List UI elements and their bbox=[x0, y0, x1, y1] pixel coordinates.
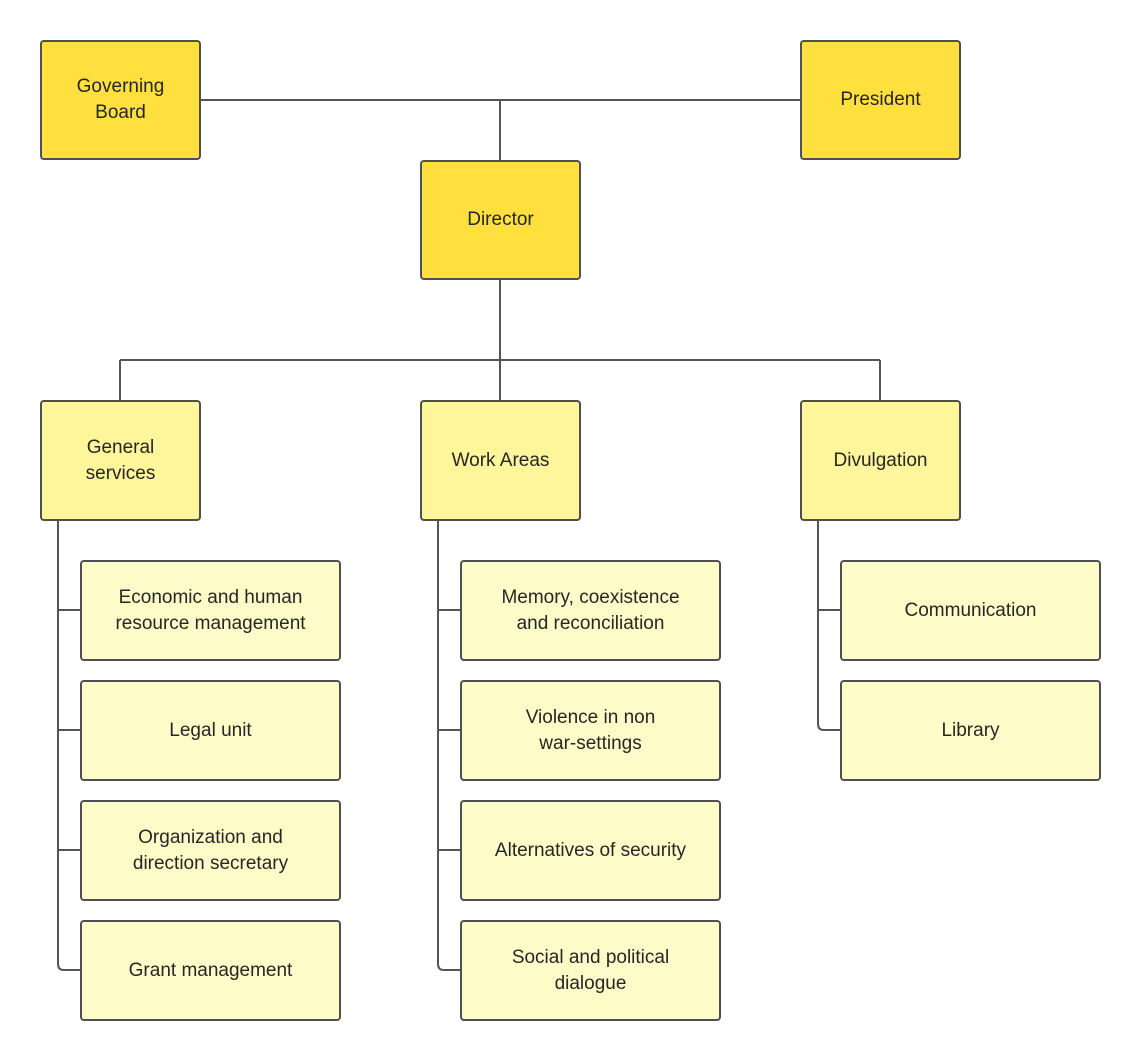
unit-dialogue-box: Social and political dialogue bbox=[460, 920, 721, 1021]
director-label: Director bbox=[467, 209, 534, 230]
unit-security-box: Alternatives of security bbox=[460, 800, 721, 901]
work-areas-spine bbox=[437, 520, 460, 971]
general-services-label: General services bbox=[85, 436, 156, 484]
unit-label: Organization and direction secretary bbox=[132, 826, 289, 874]
unit-communication-box: Communication bbox=[840, 560, 1101, 661]
divulgation-spine bbox=[817, 520, 840, 731]
divulgation-label: Divulgation bbox=[833, 449, 928, 471]
governing-board-label: Governing Board bbox=[76, 76, 165, 123]
unit-label: Memory, coexistence and reconciliation bbox=[501, 586, 680, 634]
general-services-spine bbox=[57, 520, 80, 971]
unit-label: Library bbox=[941, 719, 1000, 741]
unit-violence-box: Violence in non war-settings bbox=[460, 680, 721, 781]
unit-label: Social and political dialogue bbox=[511, 946, 670, 994]
governing-board-box: Governing Board bbox=[40, 40, 201, 160]
president-box: President bbox=[800, 40, 961, 160]
work-areas-label: Work Areas bbox=[451, 449, 550, 471]
unit-label: Economic and human resource management bbox=[115, 586, 306, 634]
unit-org-secretary-box: Organization and direction secretary bbox=[80, 800, 341, 901]
unit-label: Legal unit bbox=[169, 719, 252, 741]
director-box: Director bbox=[420, 160, 581, 280]
unit-label: Grant management bbox=[128, 959, 293, 981]
unit-label: Alternatives of security bbox=[494, 839, 687, 861]
unit-legal-box: Legal unit bbox=[80, 680, 341, 781]
unit-grant-box: Grant management bbox=[80, 920, 341, 1021]
unit-label: Violence in non war-settings bbox=[525, 706, 656, 754]
unit-memory-box: Memory, coexistence and reconciliation bbox=[460, 560, 721, 661]
president-label: President bbox=[840, 89, 921, 110]
unit-library-box: Library bbox=[840, 680, 1101, 781]
divulgation-box: Divulgation bbox=[800, 400, 961, 521]
general-services-box: General services bbox=[40, 400, 201, 521]
unit-label: Communication bbox=[904, 599, 1037, 621]
unit-economic-hr-box: Economic and human resource management bbox=[80, 560, 341, 661]
work-areas-box: Work Areas bbox=[420, 400, 581, 521]
